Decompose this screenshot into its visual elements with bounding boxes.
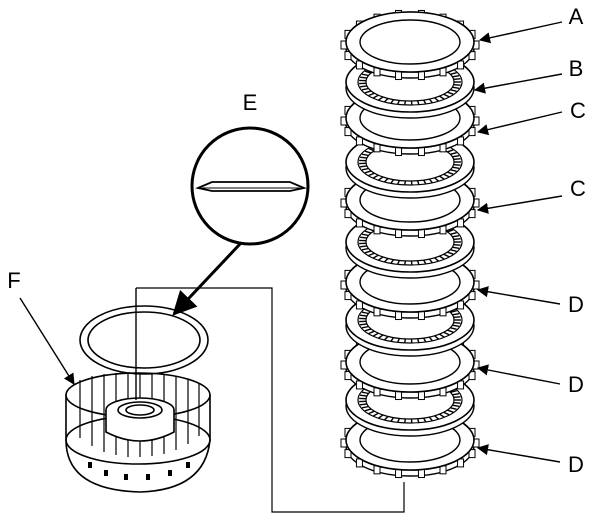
label-d-middle: D [568,372,584,397]
label-a: A [569,4,584,29]
leader-d3 [476,444,561,463]
leader-f [19,297,75,385]
label-b: B [569,56,584,81]
assembly-bracket-line [136,287,405,513]
o-ring-seal [79,305,209,375]
leader-d1 [476,286,561,305]
label-c-lower: C [570,176,586,201]
clutch-drum [65,288,211,493]
label-c-upper: C [570,98,586,123]
leader-d2 [476,364,561,385]
leader-c1 [476,111,563,136]
label-e: E [243,90,258,115]
steel-plate [340,9,480,81]
detail-e-pointer [172,242,242,316]
detail-magnifier [190,126,310,246]
label-f: F [7,268,20,293]
label-d-lower: D [568,452,584,477]
leader-b [473,73,563,94]
label-d-upper: D [568,292,584,317]
clutch-plate-stack [340,9,480,479]
leader-c2 [476,195,563,214]
leader-a [478,21,563,44]
